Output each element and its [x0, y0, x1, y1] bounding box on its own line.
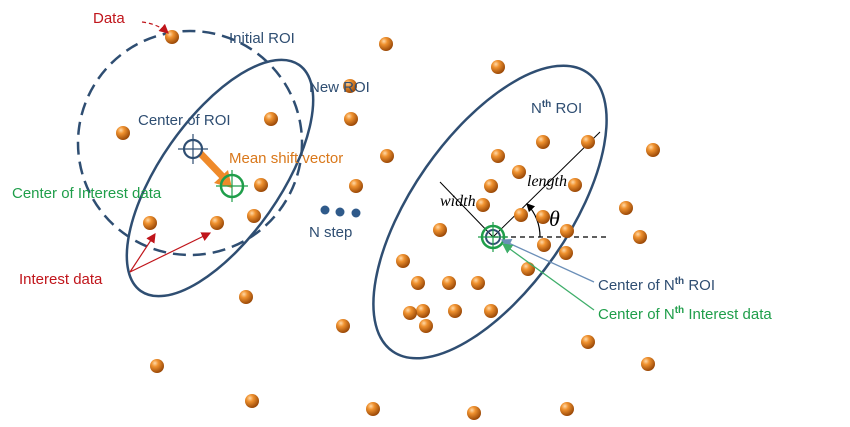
- data-point: [343, 79, 357, 93]
- data-point: [619, 201, 633, 215]
- data-point: [641, 357, 655, 371]
- initial-roi-circle: [76, 29, 304, 257]
- data-point: [633, 230, 647, 244]
- data-point: [467, 406, 481, 420]
- data-point: [514, 208, 528, 222]
- data-point: [165, 30, 179, 44]
- data-point: [245, 394, 259, 408]
- length-axis-line: [492, 131, 601, 238]
- data-point: [442, 276, 456, 290]
- data-point: [560, 224, 574, 238]
- data-points: [116, 30, 660, 420]
- data-point: [512, 165, 526, 179]
- data-point: [581, 135, 595, 149]
- data-label: Data: [93, 10, 125, 27]
- center-of-interest-data-marker: [216, 170, 248, 202]
- data-point: [568, 178, 582, 192]
- nth-roi-ellipse: [372, 64, 608, 360]
- mean-shift-vector-arrow: [197, 150, 226, 180]
- data-point: [264, 112, 278, 126]
- n-step-label: N step: [309, 224, 352, 241]
- data-point: [484, 304, 498, 318]
- data-point: [419, 319, 433, 333]
- data-pointer-arrow: [141, 21, 169, 34]
- data-point: [536, 135, 550, 149]
- center-of-roi-marker: [178, 134, 208, 164]
- data-point: [536, 210, 550, 224]
- width-label: width: [440, 193, 476, 210]
- data-point: [476, 198, 490, 212]
- data-point: [491, 149, 505, 163]
- center-nth-interest-data-label: Center of Nth Interest data: [598, 305, 772, 323]
- data-point: [239, 290, 253, 304]
- data-point: [150, 359, 164, 373]
- interest-data-pointer-2: [129, 232, 156, 273]
- data-point: [416, 304, 430, 318]
- data-point: [349, 179, 363, 193]
- data-point: [380, 149, 394, 163]
- data-point: [210, 216, 224, 230]
- data-point: [448, 304, 462, 318]
- data-point: [116, 126, 130, 140]
- new-roi-ellipse: [125, 58, 315, 298]
- interest-data-label: Interest data: [19, 271, 103, 288]
- data-point: [403, 306, 417, 320]
- center-nth-interest-pointer: [501, 243, 595, 311]
- n-step-dots: [320, 205, 361, 218]
- data-point: [344, 112, 358, 126]
- nth-roi-label: Nth ROI: [531, 99, 582, 117]
- theta-label: θ: [549, 206, 560, 231]
- data-point: [143, 216, 157, 230]
- data-point: [336, 319, 350, 333]
- new-roi-label: New ROI: [309, 79, 370, 96]
- interest-data-pointer-1: [129, 232, 212, 273]
- data-point: [254, 178, 268, 192]
- center-of-interest-data-label: Center of Interest data: [12, 185, 162, 202]
- data-point: [537, 238, 551, 252]
- data-point: [484, 179, 498, 193]
- data-point: [247, 209, 261, 223]
- data-point: [471, 276, 485, 290]
- center-nth-roi-label: Center of Nth ROI: [598, 276, 715, 294]
- data-point: [560, 402, 574, 416]
- width-axis-line: [439, 181, 494, 238]
- nth-center-marker: [478, 222, 508, 252]
- data-point: [366, 402, 380, 416]
- data-point: [559, 246, 573, 260]
- mean-shift-vector-label: Mean shift vector: [229, 150, 343, 167]
- data-point: [396, 254, 410, 268]
- data-point: [491, 60, 505, 74]
- data-point: [521, 262, 535, 276]
- length-label: length: [527, 173, 567, 190]
- data-point: [646, 143, 660, 157]
- center-of-roi-label: Center of ROI: [138, 112, 231, 129]
- data-point: [379, 37, 393, 51]
- center-nth-roi-pointer: [500, 239, 595, 283]
- initial-roi-label: Initial ROI: [229, 30, 295, 47]
- data-point: [433, 223, 447, 237]
- data-point: [411, 276, 425, 290]
- data-point: [581, 335, 595, 349]
